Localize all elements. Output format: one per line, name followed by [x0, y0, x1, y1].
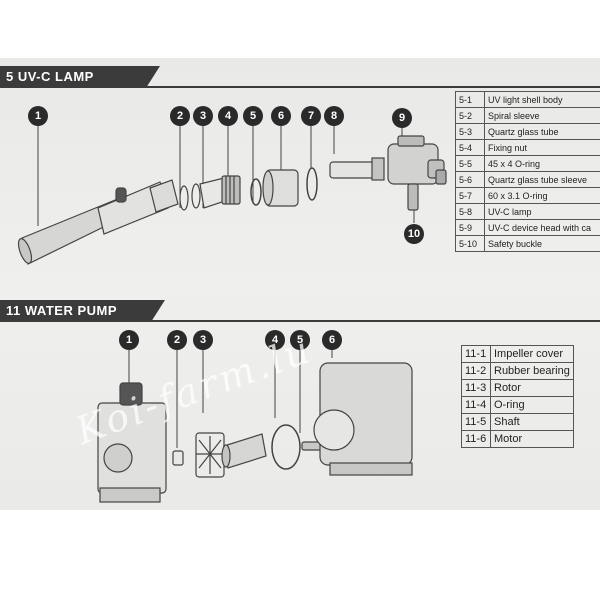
uv-callout-4: 4 — [218, 106, 238, 126]
pump-header-rule — [0, 320, 600, 322]
uv-callout-6: 6 — [271, 106, 291, 126]
o-ring-45x4 — [250, 178, 262, 206]
uv-callout-10: 10 — [404, 224, 424, 244]
part-name: Quartz glass tube sleeve — [484, 171, 600, 188]
fixing-nut — [221, 175, 241, 205]
pump-callout-5: 5 — [290, 330, 310, 350]
water-pump-section-title: 11 WATER PUMP — [0, 300, 165, 322]
part-name: UV-C device head with ca — [484, 219, 600, 236]
part-code: 5-4 — [455, 139, 485, 156]
uv-callout-3: 3 — [193, 106, 213, 126]
uv-callout-9: 9 — [392, 108, 412, 128]
part-name: Fixing nut — [484, 139, 600, 156]
part-code: 11-2 — [461, 362, 491, 380]
part-name: UV light shell body — [484, 91, 600, 108]
part-code: 5-6 — [455, 171, 485, 188]
uv-callout-7: 7 — [301, 106, 321, 126]
part-name: Shaft — [490, 413, 574, 431]
rubber-bearing — [172, 450, 184, 466]
spiral-sleeve — [149, 179, 201, 213]
part-name: Spiral sleeve — [484, 107, 600, 124]
part-code: 5-3 — [455, 123, 485, 140]
uv-callout-8: 8 — [324, 106, 344, 126]
uv-c-lamp — [329, 157, 385, 181]
part-name: 45 x 4 O-ring — [484, 155, 600, 172]
part-name: Rotor — [490, 379, 574, 397]
uv-header-rule — [0, 86, 600, 88]
pump-callout-1: 1 — [119, 330, 139, 350]
uv-callout-1: 1 — [28, 106, 48, 126]
rotor-impeller — [195, 432, 225, 478]
part-name: Quartz glass tube — [484, 123, 600, 140]
part-code: 11-4 — [461, 396, 491, 414]
part-name: Rubber bearing — [490, 362, 574, 380]
part-code: 5-9 — [455, 219, 485, 236]
part-code: 11-3 — [461, 379, 491, 397]
part-name: Safety buckle — [484, 235, 600, 252]
uv-lamp-section-title: 5 UV-C LAMP — [0, 66, 160, 88]
uv-shell-body — [17, 181, 169, 265]
pump-callout-6: 6 — [322, 330, 342, 350]
impeller-cover — [97, 382, 167, 503]
pump-callout-4: 4 — [265, 330, 285, 350]
part-code: 5-8 — [455, 203, 485, 220]
part-code: 11-5 — [461, 413, 491, 431]
part-name: O-ring — [490, 396, 574, 414]
rotor-magnet — [221, 433, 267, 469]
part-code: 5-10 — [455, 235, 485, 252]
pump-motor — [313, 362, 413, 476]
part-code: 11-6 — [461, 430, 491, 448]
exploded-view-drawing — [17, 126, 447, 503]
part-name: Impeller cover — [490, 345, 574, 363]
pump-callout-2: 2 — [167, 330, 187, 350]
part-code: 5-7 — [455, 187, 485, 204]
uv-callout-2: 2 — [170, 106, 190, 126]
diagram-sheet: 5 UV-C LAMP 11 WATER PUMP — [0, 58, 600, 510]
part-name: Motor — [490, 430, 574, 448]
quartz-tube-sleeve — [262, 169, 299, 207]
safety-buckle — [407, 183, 419, 211]
part-code: 5-1 — [455, 91, 485, 108]
uv-device-head — [387, 135, 447, 185]
pump-o-ring — [271, 424, 301, 470]
uv-callout-5: 5 — [243, 106, 263, 126]
part-name: 60 x 3.1 O-ring — [484, 187, 600, 204]
part-code: 5-2 — [455, 107, 485, 124]
o-ring-60x3 — [306, 167, 318, 201]
pump-callout-3: 3 — [193, 330, 213, 350]
part-code: 11-1 — [461, 345, 491, 363]
part-code: 5-5 — [455, 155, 485, 172]
part-name: UV-C lamp — [484, 203, 600, 220]
